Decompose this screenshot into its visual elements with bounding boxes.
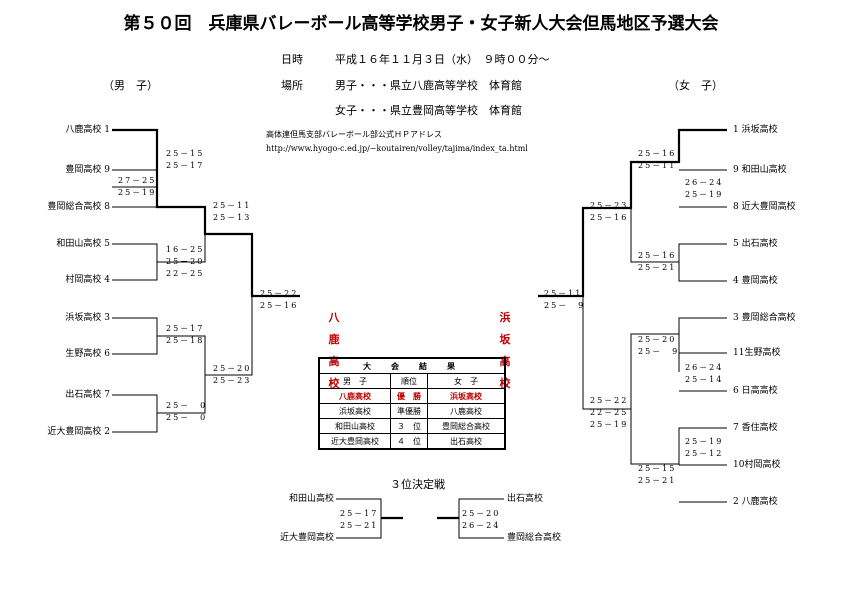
venue-men: 男子・・・県立八鹿高等学校 体育館 [335, 79, 522, 92]
website-name: 高体連但馬支部バレーボール部公式ＨＰアドレス [266, 130, 442, 139]
results-row: 浜坂高校 準優勝 八鹿高校 [318, 403, 506, 419]
women-team: 6 日高高校 [733, 386, 778, 396]
third-place-title: ３位決定戦 [390, 478, 445, 491]
women-team: 11生野高校 [733, 348, 781, 358]
results-row: 近大豊岡高校 ４ 位 出石高校 [318, 433, 506, 450]
website-url[interactable]: http://www.hyogo-c.ed.jp/~koutairen/voll… [266, 144, 528, 153]
men-team: 出石高校 7 [65, 390, 110, 400]
results-row: 和田山高校 ３ 位 豊岡総合高校 [318, 418, 506, 434]
men-team: 近大豊岡高校 2 [47, 427, 110, 437]
women-team: 10村岡高校 [733, 460, 781, 470]
third-place-women-team: 豊岡総合高校 [507, 533, 562, 543]
men-team: 豊岡高校 9 [65, 165, 110, 175]
women-team: 8 近大豊岡高校 [733, 202, 796, 212]
results-caption: 大 会 結 果 [318, 357, 506, 374]
third-place-women-team: 出石高校 [507, 494, 544, 504]
women-team: 1 浜坂高校 [733, 125, 778, 135]
women-header: （女 子） [668, 79, 723, 92]
results-table: 大 会 結 果 男 子 順位 女 子 八鹿高校 優 勝 浜坂高校 浜坂高校 準優… [318, 357, 506, 450]
women-team: 2 八鹿高校 [733, 497, 778, 507]
men-header: （男 子） [103, 79, 158, 92]
men-team: 豊岡総合高校 8 [47, 202, 110, 212]
third-place-men-team: 近大豊岡高校 [279, 533, 334, 543]
results-header: 男 子 [318, 373, 391, 389]
women-team: 4 豊岡高校 [733, 276, 778, 286]
men-team: 八鹿高校 1 [65, 125, 110, 135]
date-value: 平成１６年１１月３日（水） ９時００分～ [335, 53, 550, 66]
men-team: 生野高校 6 [65, 349, 110, 359]
women-team: 7 香住高校 [733, 423, 778, 433]
men-team: 浜坂高校 3 [65, 313, 110, 323]
date-label: 日時 [281, 53, 303, 66]
women-team: 5 出石高校 [733, 239, 778, 249]
men-team: 和田山高校 5 [56, 239, 110, 249]
results-header: 順位 [390, 373, 428, 389]
page-title: 第５０回 兵庫県バレーボール高等学校男子・女子新人大会但馬地区予選大会 [123, 14, 719, 34]
results-header: 女 子 [427, 373, 506, 389]
venue-women: 女子・・・県立豊岡高等学校 体育館 [335, 104, 522, 117]
venue-label: 場所 [281, 79, 303, 92]
women-team: 9 和田山高校 [733, 165, 787, 175]
third-place-men-team: 和田山高校 [288, 494, 334, 504]
men-team: 村岡高校 4 [65, 275, 110, 285]
results-row: 八鹿高校 優 勝 浜坂高校 [318, 388, 506, 404]
women-team: 3 豊岡総合高校 [733, 313, 796, 323]
